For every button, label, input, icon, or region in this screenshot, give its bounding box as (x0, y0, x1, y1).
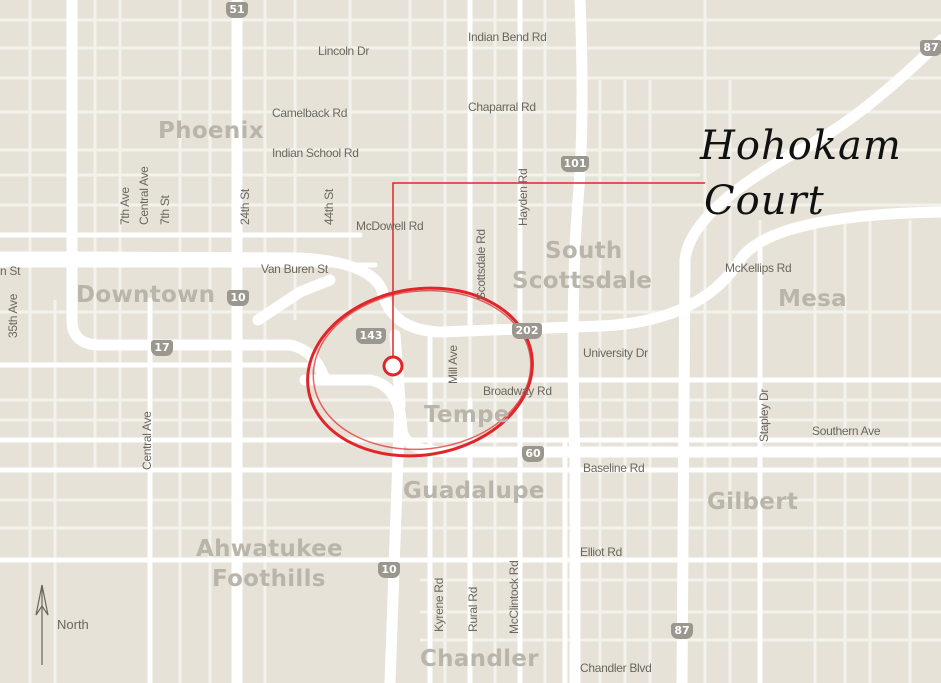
street-label: Southern Ave (812, 424, 881, 438)
city-label-foothills: Foothills (212, 566, 326, 592)
street-label: McDowell Rd (356, 219, 424, 233)
street-label: Scottsdale Rd (474, 229, 488, 300)
callout-title-line2: Court (704, 178, 825, 224)
city-label-tempe: Tempe (424, 402, 510, 428)
street-label: Baseline Rd (583, 461, 645, 475)
street-label: Kyrene Rd (432, 578, 446, 632)
street-label: Stapley Dr (757, 388, 771, 442)
street-label: 44th St (322, 189, 336, 225)
highlight-area-ellipse-inner (312, 289, 532, 451)
street-label: Van Buren St (261, 262, 328, 276)
street-label: n St (0, 264, 21, 278)
street-label: Hayden Rd (516, 168, 530, 226)
highway-shield-202: 202 (512, 323, 542, 339)
street-label: Lincoln Dr (318, 44, 370, 58)
street-label: Camelback Rd (272, 106, 348, 120)
city-label-guadalupe: Guadalupe (403, 478, 545, 504)
city-label-downtown: Downtown (76, 282, 216, 308)
highway-shield-101: 101 (561, 156, 589, 172)
street-label: Indian Bend Rd (468, 30, 547, 44)
highway-shield-87: 87 (920, 40, 941, 56)
street-label: University Dr (583, 346, 648, 360)
city-label-chandler: Chandler (420, 646, 539, 672)
street-label: 24th St (238, 189, 252, 225)
location-marker-icon[interactable] (382, 355, 404, 377)
street-label: Chandler Blvd (580, 661, 652, 675)
city-label-south: South (545, 238, 623, 264)
city-label-ahwatukee: Ahwatukee (196, 536, 343, 562)
street-label: Chaparral Rd (468, 100, 536, 114)
highway-shield-10: 10 (227, 290, 249, 306)
highway-shield-10: 10 (378, 562, 400, 578)
compass-label: North (57, 617, 89, 632)
highway-shield-60: 60 (522, 446, 544, 462)
street-label: Mill Ave (446, 345, 460, 384)
street-label: Indian School Rd (272, 146, 359, 160)
street-label: 7th St (158, 195, 172, 225)
highway-shield-87: 87 (671, 623, 693, 639)
highway-shield-51: 51 (226, 2, 248, 18)
highway-shield-17: 17 (151, 340, 173, 356)
street-label: 35th Ave (6, 293, 20, 338)
street-label: Rural Rd (466, 587, 480, 632)
callout-leader-line (392, 182, 705, 365)
highlight-area-ellipse (306, 286, 534, 458)
street-label: 7th Ave (118, 187, 132, 225)
highway-shield-143: 143 (356, 328, 386, 344)
street-label: McKellips Rd (725, 261, 792, 275)
city-label-scottsdale: Scottsdale (512, 268, 653, 294)
city-label-phoenix: Phoenix (158, 118, 264, 144)
street-label: Central Ave (140, 411, 154, 470)
street-label: Elliot Rd (580, 545, 622, 559)
callout-title-line1: Hohokam (700, 123, 902, 169)
street-label: Central Ave (137, 166, 151, 225)
street-label: McClintock Rd (507, 560, 521, 634)
city-label-mesa: Mesa (778, 286, 847, 312)
city-label-gilbert: Gilbert (707, 489, 799, 515)
street-label: Broadway Rd (483, 384, 552, 398)
